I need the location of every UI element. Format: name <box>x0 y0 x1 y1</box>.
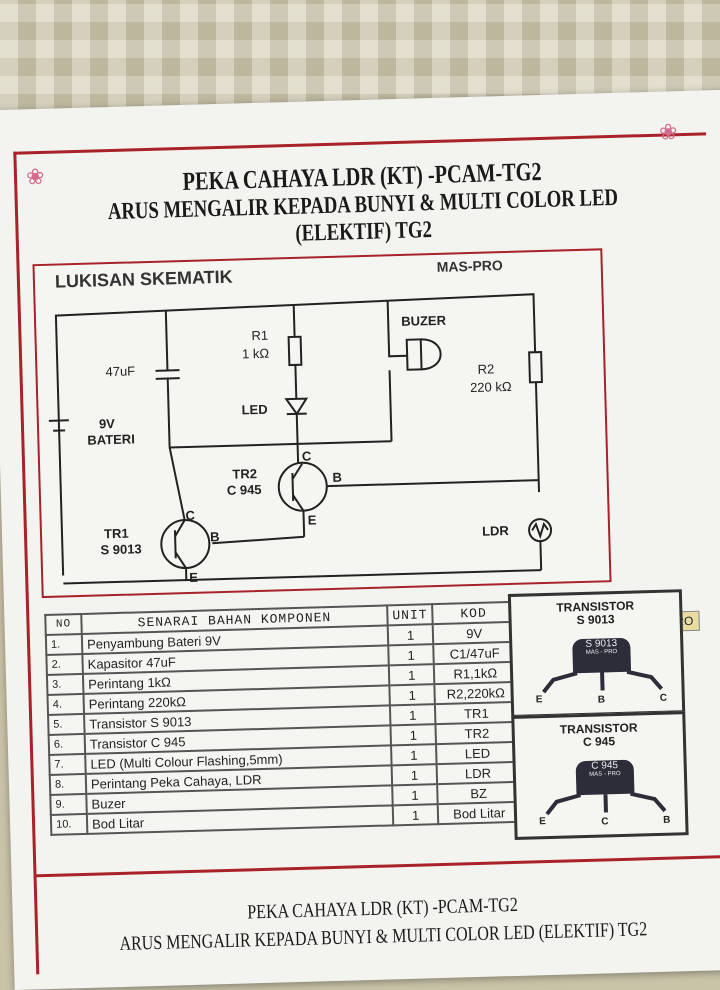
pin-b-label: B <box>663 815 671 826</box>
row-no: 8. <box>50 774 87 795</box>
row-no: 7. <box>49 754 86 775</box>
row-unit: 1 <box>388 644 434 665</box>
row-no: 5. <box>48 714 85 735</box>
row-kod: R2,220kΩ <box>435 682 518 704</box>
flower-decoration-left-icon: ❀ <box>26 164 45 191</box>
pin-c-label: C <box>660 693 668 704</box>
row-kod: R1,1kΩ <box>434 662 517 684</box>
row-no: 3. <box>47 674 84 695</box>
header-no: NO <box>45 614 82 635</box>
schematic-panel: LUKISAN SKEMATIK MAS-PRO <box>32 248 611 598</box>
row-no: 10. <box>51 814 88 835</box>
paper-sheet: ❀ ❀ PEKA CAHAYA LDR (KT) -PCAM-TG2 ARUS … <box>0 90 720 990</box>
row-no: 6. <box>49 734 86 755</box>
tr2-part-label: C 945 <box>227 482 262 498</box>
pin-c-label: C <box>601 816 609 827</box>
ldr-label: LDR <box>482 523 509 539</box>
r2-label: R2 <box>477 361 494 376</box>
capacitor-label: 47uF <box>105 363 135 379</box>
tr1-base-pin: B <box>210 529 220 544</box>
tr2-label: TR2 <box>232 466 257 482</box>
r1-value-label: 1 kΩ <box>242 346 269 362</box>
battery-label: BATERI <box>87 431 135 447</box>
component-table: NO SENARAI BAHAN KOMPONEN UNIT KOD 1.Pen… <box>44 601 521 836</box>
row-no: 4. <box>47 694 84 715</box>
row-kod: Bod Litar <box>438 802 521 824</box>
row-kod: 9V <box>433 622 516 644</box>
row-unit: 1 <box>392 784 438 805</box>
header-unit: UNIT <box>387 604 433 625</box>
r2-value-label: 220 kΩ <box>470 379 512 395</box>
tr2-emitter-pin: E <box>308 512 317 527</box>
row-kod: BZ <box>437 782 520 804</box>
r1-label: R1 <box>251 328 268 343</box>
row-no: 9. <box>50 794 87 815</box>
row-kod: TR2 <box>436 722 519 744</box>
tr1-part-label: S 9013 <box>100 541 142 557</box>
pin-b-label: B <box>598 694 606 705</box>
row-kod: TR1 <box>435 702 518 724</box>
row-unit: 1 <box>392 764 438 785</box>
tr1-emitter-pin: E <box>189 570 198 585</box>
row-unit: 1 <box>388 624 434 645</box>
tr2-collector-pin: C <box>302 449 312 464</box>
buzer-label: BUZER <box>401 313 446 329</box>
tr1-collector-pin: C <box>185 508 195 523</box>
header-kod: KOD <box>432 602 515 624</box>
pin-e-label: E <box>536 694 543 705</box>
pin-e-label: E <box>539 816 546 827</box>
row-no: 1. <box>46 634 83 655</box>
row-kod: LED <box>436 742 519 764</box>
row-kod: C1/47uF <box>433 642 516 664</box>
row-kod: LDR <box>437 762 520 784</box>
row-unit: 1 <box>393 804 439 825</box>
flower-decoration-right-icon: ❀ <box>659 119 678 146</box>
led-label: LED <box>241 402 267 418</box>
tr2-base-pin: B <box>332 470 342 485</box>
battery-voltage-label: 9V <box>99 416 115 431</box>
tr1-label: TR1 <box>104 526 129 542</box>
row-unit: 1 <box>389 684 435 705</box>
transistor-c945-panel: TRANSISTOR C 945 C 945 MAS - PRO E C B <box>511 711 688 840</box>
row-unit: 1 <box>390 704 436 725</box>
row-unit: 1 <box>390 724 436 745</box>
row-no: 2. <box>46 654 83 675</box>
row-unit: 1 <box>389 664 435 685</box>
transistor-s9013-panel: TRANSISTOR S 9013 S 9013 MAS - PRO E B C <box>508 589 685 718</box>
row-unit: 1 <box>391 744 437 765</box>
